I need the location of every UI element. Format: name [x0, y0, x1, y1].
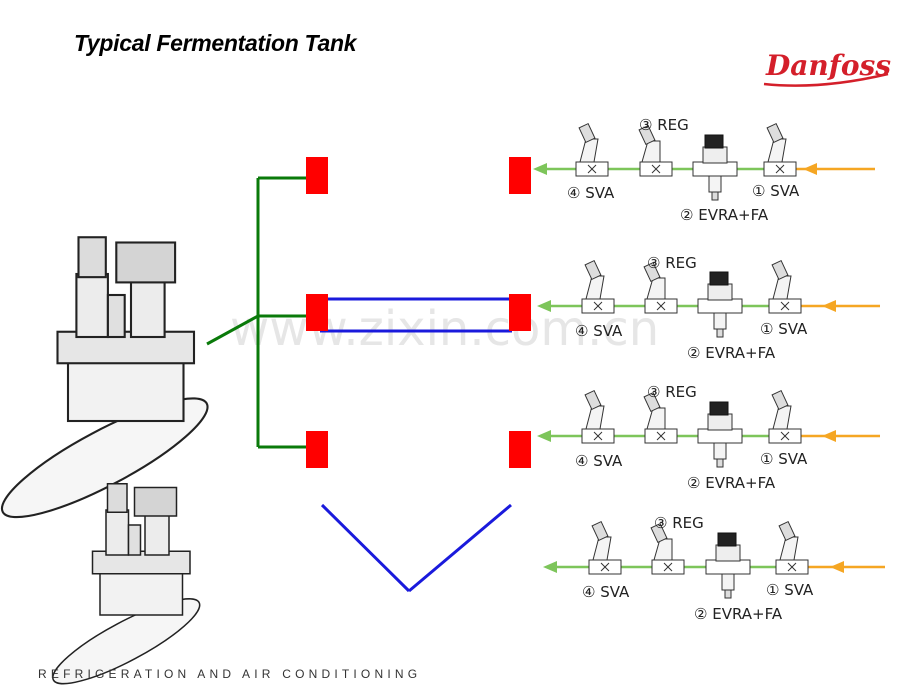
reg-label: ③ REG: [647, 254, 697, 272]
brand-text: Danfoss: [765, 49, 891, 82]
marker-left-1: [306, 157, 328, 194]
marker-left-3: [306, 431, 328, 468]
valve-assembly-image-small: [43, 483, 209, 690]
green-connector: [206, 176, 306, 449]
marker-right-3: [509, 431, 531, 468]
valve-train-4: ③ REG ④ SVA ① SVA ② EVRA+FA: [543, 514, 885, 623]
sva-outlet-label: ④ SVA: [582, 583, 630, 601]
danfoss-logo: Danfoss: [763, 49, 891, 87]
sva-outlet-label: ④ SVA: [567, 184, 615, 202]
page-title: Typical Fermentation Tank: [74, 30, 357, 56]
reg-label: ③ REG: [647, 383, 697, 401]
evra-label: ② EVRA+FA: [687, 474, 776, 492]
valve-train-1: ③ REG ④ SVA ① SVA ② EVRA+FA: [533, 116, 875, 224]
valve-train-3: ③ REG ④ SVA ① SVA ② EVRA+FA: [537, 383, 880, 492]
evra-label: ② EVRA+FA: [687, 344, 776, 362]
valve-train-2: ③ REG ④ SVA ① SVA ② EVRA+FA: [537, 254, 880, 362]
sva-inlet-label: ① SVA: [766, 581, 814, 599]
reg-label: ③ REG: [639, 116, 689, 134]
marker-right-1: [509, 157, 531, 194]
sva-outlet-label: ④ SVA: [575, 322, 623, 340]
sva-inlet-label: ① SVA: [760, 320, 808, 338]
reg-label: ③ REG: [654, 514, 704, 532]
sva-inlet-label: ① SVA: [760, 450, 808, 468]
sva-outlet-label: ④ SVA: [575, 452, 623, 470]
marker-right-2: [509, 294, 531, 331]
sva-inlet-label: ① SVA: [752, 182, 800, 200]
evra-label: ② EVRA+FA: [680, 206, 769, 224]
footer-tagline: REFRIGERATION AND AIR CONDITIONING: [38, 667, 422, 681]
marker-left-2: [306, 294, 328, 331]
evra-label: ② EVRA+FA: [694, 605, 783, 623]
blue-connector: [320, 297, 512, 593]
red-markers: [306, 157, 531, 468]
